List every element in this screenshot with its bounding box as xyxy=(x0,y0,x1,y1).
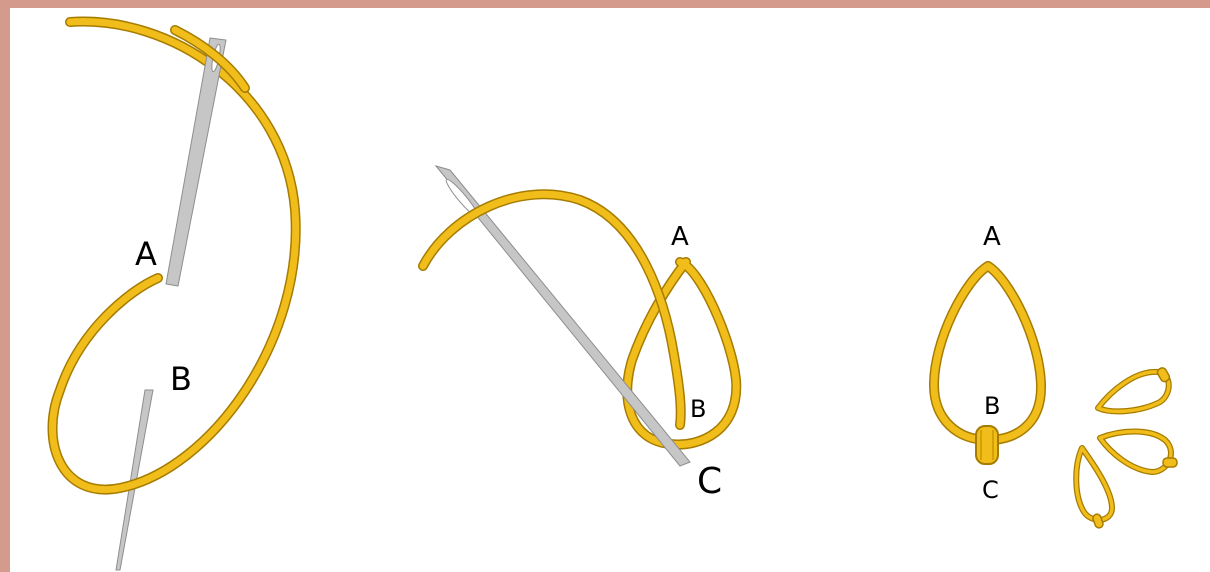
point-c-label: C xyxy=(982,476,999,504)
step-1-illustration: A B xyxy=(53,22,296,570)
point-a-label: A xyxy=(983,222,1001,252)
petal xyxy=(1100,432,1177,473)
point-b-label: B xyxy=(690,395,706,423)
step-2-illustration: A B C xyxy=(423,166,736,502)
point-c-label: C xyxy=(697,461,722,502)
point-a-label: A xyxy=(671,222,689,252)
point-a-label: A xyxy=(135,235,157,273)
petal xyxy=(1098,366,1171,411)
point-b-label: B xyxy=(984,392,1000,420)
needle-icon xyxy=(166,38,226,286)
petal xyxy=(1076,448,1112,529)
tie-stitch xyxy=(976,426,998,464)
lazy-daisy-flower-icon xyxy=(1076,366,1177,529)
step-3-illustration: A B C xyxy=(934,222,1041,504)
point-b-label: B xyxy=(170,360,192,398)
thread-icon xyxy=(423,194,681,425)
